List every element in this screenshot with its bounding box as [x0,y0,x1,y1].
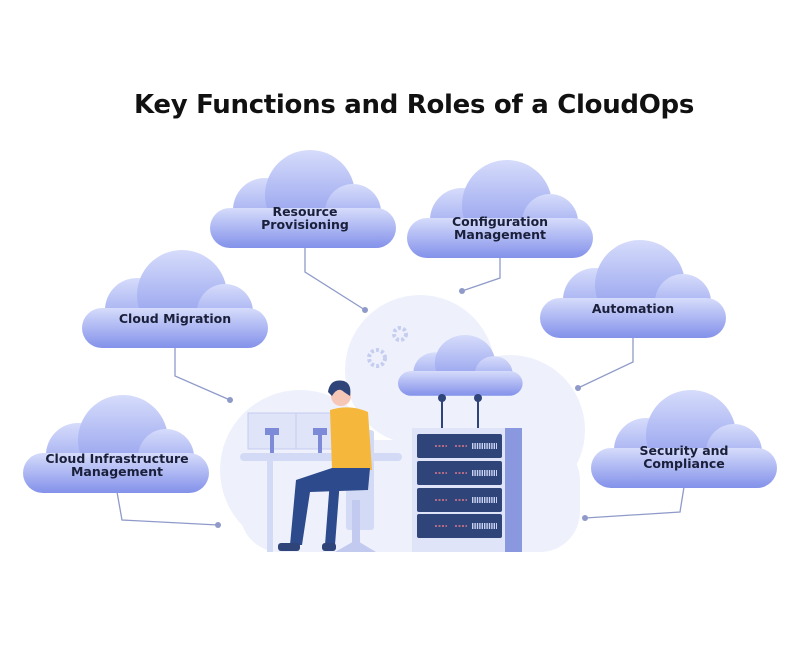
server-rack-icon [412,428,522,552]
svg-text:Automation: Automation [592,301,674,316]
page-title: Key Functions and Roles of a CloudOps [133,90,695,120]
server-cloud-icon [398,335,523,428]
cloud-migration: Cloud Migration [82,250,268,348]
cloud-automation: Automation [540,240,726,338]
svg-text:Cloud Migration: Cloud Migration [119,311,231,326]
workstation-illustration [240,380,402,552]
gear-icon [367,326,408,368]
connectors [116,247,685,528]
